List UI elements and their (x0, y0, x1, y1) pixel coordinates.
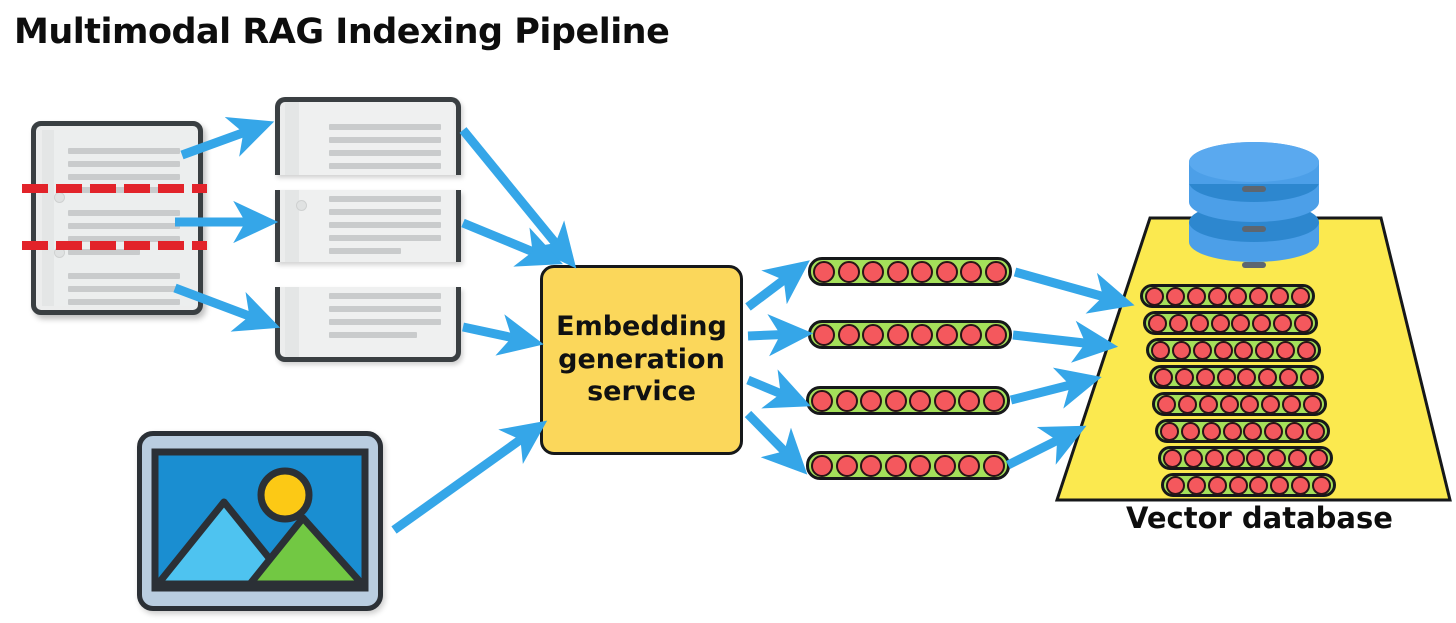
stored-vector-row[interactable] (1149, 365, 1324, 389)
stored-vector-row[interactable] (1146, 338, 1321, 362)
stored-vector-row[interactable] (1143, 311, 1318, 335)
vector-database-label: Vector database (1126, 501, 1393, 535)
document-page (42, 130, 196, 306)
embedding-vector-4[interactable] (806, 451, 1010, 480)
chunk-cut-line-1 (22, 184, 207, 193)
stored-vector-pill (1149, 365, 1324, 389)
stored-vector-row[interactable] (1155, 419, 1330, 443)
chunk-page (285, 102, 453, 175)
embedding-vector-2[interactable] (808, 320, 1012, 349)
embedding-service-label: Embedding generation service (556, 310, 727, 408)
stored-vector-row[interactable] (1152, 392, 1327, 416)
stored-vector-row[interactable] (1158, 446, 1333, 470)
stored-vector-pill (1155, 419, 1330, 443)
chunk-fragment-2[interactable] (275, 190, 461, 262)
stored-vector-pill (1158, 446, 1333, 470)
page-title: Multimodal RAG Indexing Pipeline (14, 12, 670, 52)
stored-vector-pill (1143, 311, 1318, 335)
picture-icon (151, 448, 369, 592)
stored-vector-row[interactable] (1140, 284, 1315, 308)
embedding-vector-1[interactable] (808, 257, 1012, 286)
chunk-fragment-1[interactable] (275, 97, 461, 175)
source-document[interactable] (31, 121, 203, 315)
chunk-fragment-3[interactable] (275, 287, 461, 362)
chunk-page (285, 287, 453, 357)
database-cylinder-icon (1189, 142, 1319, 268)
stored-vector-pill (1161, 473, 1336, 497)
stored-vector-row[interactable] (1161, 473, 1336, 497)
stored-vector-pill (1146, 338, 1321, 362)
image-file-icon[interactable] (137, 431, 383, 611)
chunk-cut-line-2 (22, 241, 207, 250)
chunk-page (285, 190, 453, 262)
embedding-service-node[interactable]: Embedding generation service (540, 265, 743, 455)
stored-vector-pill (1140, 284, 1315, 308)
stored-vector-pill (1152, 392, 1327, 416)
embedding-vector-3[interactable] (806, 386, 1010, 415)
